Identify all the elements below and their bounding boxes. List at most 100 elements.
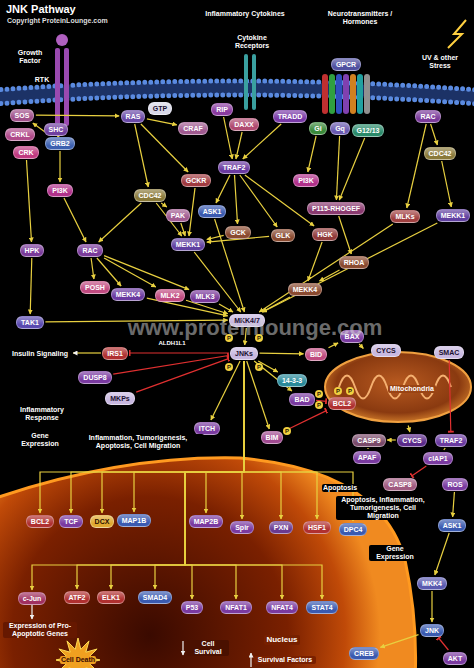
protein-label: GCK	[230, 229, 246, 236]
protein-label: CASP8	[388, 481, 411, 488]
protein-node: ATF2	[64, 591, 91, 604]
signal-arrow	[435, 533, 449, 575]
protein-label: TRADD	[278, 113, 303, 120]
protein-label: TRAF2	[440, 437, 463, 444]
outcome-label: Apoptosis	[322, 484, 358, 492]
annotation-label: Cytokine Receptors	[229, 34, 276, 49]
protein-node: CYCS	[397, 434, 426, 447]
protein-node: SOS	[10, 109, 35, 122]
protein-node: MEKK1	[436, 209, 471, 222]
protein-node: MKK4	[417, 577, 447, 590]
annotation-label: UV & other Stress	[419, 54, 461, 69]
protein-node: P115-RHOGEF	[307, 202, 365, 215]
protein-node: DCX	[90, 515, 115, 528]
protein-node: GTP	[148, 102, 172, 115]
protein-node: GPCR	[331, 58, 361, 71]
protein-label: 14-3-3	[282, 377, 302, 384]
signal-arrow	[156, 203, 182, 236]
region-label: Mitochondria	[388, 385, 436, 393]
protein-label: CDC42	[139, 192, 162, 199]
outcome-label: Expression of Pro-Apoptotic Genes	[3, 622, 77, 637]
protein-node: ASK1	[438, 519, 467, 532]
protein-label: PI3K	[52, 187, 68, 194]
protein-node: BIM	[261, 431, 284, 444]
outcome-label: Apoptosis, Inflammation, Tumorigenesis, …	[336, 496, 430, 519]
protein-node: c-Jun	[18, 592, 47, 605]
protein-node: G12/13	[352, 124, 385, 137]
inhibition-line	[136, 359, 228, 393]
protein-label: RIP	[216, 106, 228, 113]
protein-node: CRAF	[178, 122, 207, 135]
signal-arrow	[387, 439, 396, 440]
membrane-heads	[0, 95, 474, 104]
protein-label: GCKR	[186, 177, 207, 184]
inhibition-line	[285, 411, 327, 431]
signal-arrow	[259, 224, 393, 312]
signal-arrow	[32, 361, 244, 590]
protein-node: MKPs	[105, 392, 134, 405]
protein-node: GLK	[271, 229, 296, 242]
outcome-label: Cell Death	[60, 656, 96, 664]
protein-label: cIAP1	[428, 455, 447, 462]
signal-arrow	[320, 270, 340, 281]
phospho-marker: P	[315, 390, 323, 398]
signal-arrow	[444, 448, 445, 450]
inhibition-line	[449, 360, 451, 432]
protein-node: MLKs	[390, 210, 419, 223]
inhibition-line	[129, 352, 228, 353]
part-label: RTK	[34, 76, 50, 84]
protein-label: RAS	[126, 113, 141, 120]
signal-arrow	[453, 492, 455, 517]
signal-arrow	[359, 344, 363, 349]
signal-arrow	[77, 361, 244, 589]
phospho-marker: P	[346, 387, 354, 395]
protein-label: MLK3	[195, 293, 214, 300]
signal-arrow	[99, 203, 142, 242]
protein-label: GPCR	[336, 61, 356, 68]
protein-label: ROS	[447, 481, 462, 488]
signal-arrow	[59, 151, 60, 182]
signal-arrow	[211, 361, 240, 420]
protein-node: MAP2B	[189, 515, 224, 528]
signal-arrow	[135, 124, 149, 187]
region-label: Nucleus	[264, 635, 299, 644]
signal-arrow	[380, 635, 418, 648]
protein-node: P53	[181, 601, 203, 614]
protein-node: PI3K	[47, 184, 73, 197]
protein-node: GCKR	[181, 174, 212, 187]
outcome-label: Gene Expression	[369, 545, 421, 560]
protein-node: TRAF2	[435, 434, 468, 447]
protein-label: TAK1	[21, 319, 39, 326]
annotation-label: Growth Factor	[9, 49, 51, 64]
protein-node: RAC	[415, 110, 440, 123]
title: JNK Pathway	[6, 3, 76, 15]
protein-node: CDC42	[134, 189, 167, 202]
signal-arrow	[216, 175, 230, 203]
protein-label: NFAT4	[271, 604, 293, 611]
outcome-label: Insulin Signaling	[11, 350, 69, 358]
protein-node: MLK3	[190, 290, 219, 303]
signal-arrow	[57, 135, 59, 137]
inhibition-line	[316, 400, 326, 401]
gpcr-helix	[364, 74, 370, 114]
protein-label: DCX	[95, 518, 110, 525]
signal-arrow	[254, 361, 292, 391]
signal-arrow	[30, 258, 32, 314]
signal-arrow	[102, 361, 244, 513]
signal-arrow	[104, 256, 189, 290]
protein-node: MLK2	[155, 289, 184, 302]
protein-node: SMAC	[434, 346, 465, 359]
signal-arrow	[236, 132, 242, 159]
cristae	[339, 376, 451, 399]
protein-node: SHC	[44, 123, 69, 136]
protein-label: MEKK4	[293, 286, 318, 293]
signal-arrow	[185, 361, 322, 599]
protein-node: BAD	[289, 393, 314, 406]
protein-node: 14-3-3	[277, 374, 307, 387]
signal-arrow	[336, 136, 339, 200]
protein-label: SOS	[15, 112, 30, 119]
protein-label: RAC	[82, 247, 97, 254]
phospho-marker: P	[315, 401, 323, 409]
protein-node: PI3K	[293, 174, 319, 187]
protein-label: PI3K	[298, 177, 314, 184]
